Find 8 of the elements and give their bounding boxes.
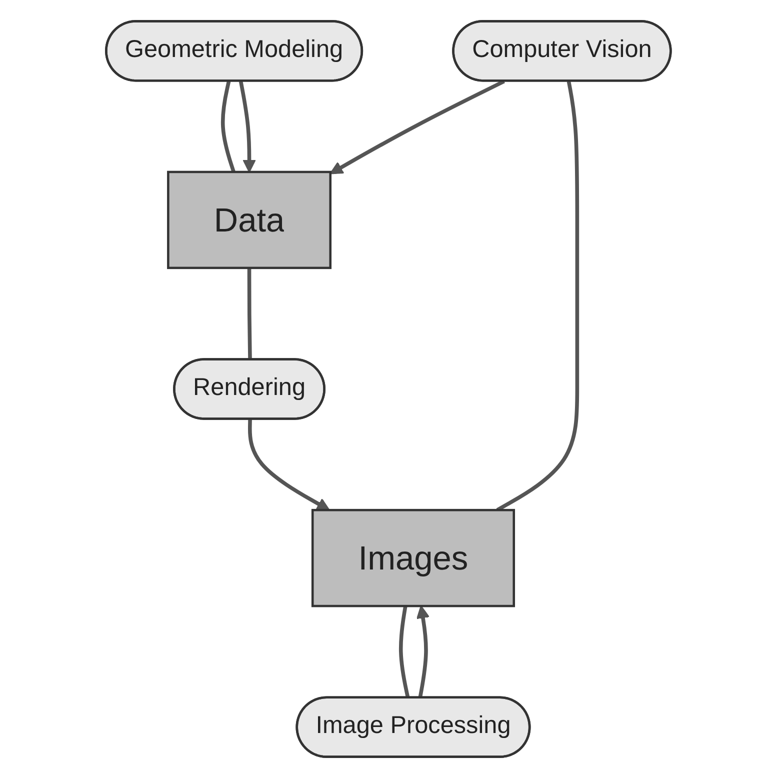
arrow bbox=[248, 419, 330, 511]
arrow bbox=[416, 605, 430, 698]
arrow bbox=[329, 80, 505, 174]
connector bbox=[220, 80, 236, 173]
node-box: Images bbox=[311, 508, 515, 608]
connector bbox=[246, 268, 252, 360]
node-box: Data bbox=[166, 170, 332, 270]
arrow bbox=[238, 81, 256, 173]
